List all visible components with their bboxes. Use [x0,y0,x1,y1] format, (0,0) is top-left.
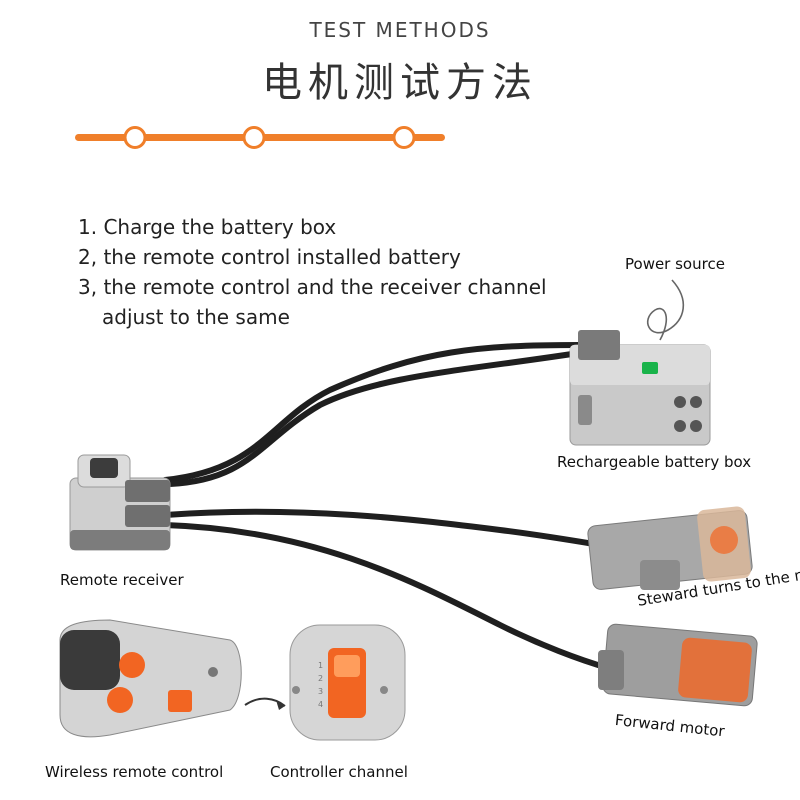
arrow-icon [244,697,286,707]
section-subtitle: TEST METHODS [309,18,491,42]
battery-side-clip [578,395,592,425]
step-3-continued: adjust to the same [102,305,290,329]
battery-hole-4 [690,420,702,432]
controller-channel-zoom: 1 2 3 4 [289,624,406,741]
battery-led-icon [642,362,658,374]
channel-digit-2: 2 [318,674,323,683]
channel-digit-3: 3 [318,687,323,696]
remote-grip [60,630,120,690]
cable-to-forward-motor [162,522,611,671]
label-power-source: Power source [625,255,725,273]
battery-hole-1 [674,396,686,408]
remote-knob-bottom-icon [107,687,133,713]
step-2: 2, the remote control installed battery [78,245,461,269]
remote-screw [208,667,218,677]
remote-knob-top-icon [119,652,145,678]
label-battery-box: Rechargeable battery box [557,453,752,471]
forward-motor-orange-housing [678,637,752,703]
remote-channel-switch [168,690,192,712]
receiver-base [70,530,170,550]
step-3: 3, the remote control and the receiver c… [78,275,547,299]
label-controller-channel: Controller channel [270,763,408,781]
cable-to-steward-motor [162,508,603,548]
channel-screw-right [380,686,388,694]
cable-to-battery [162,342,583,483]
timeline-dot-1 [123,126,147,149]
timeline-dot-2 [242,126,266,149]
cables [162,342,611,671]
channel-slider-knob [334,655,360,677]
battery-box [569,330,711,446]
steward-motor-mount [640,560,680,590]
label-remote-receiver: Remote receiver [60,571,184,589]
receiver-port-1 [125,480,170,502]
battery-connector [578,330,620,360]
arrow-head-icon [276,700,285,710]
wireless-remote [59,619,242,738]
channel-digit-1: 1 [318,661,323,670]
step-1: 1. Charge the battery box [78,215,337,239]
battery-hole-3 [674,420,686,432]
receiver-eye [90,458,118,478]
timeline-dot-3 [392,126,416,149]
receiver-port-2 [125,505,170,527]
decorative-timeline [75,126,445,149]
channel-digit-4: 4 [318,700,323,709]
section-title: 电机测试方法 [262,60,538,106]
steward-motor [587,506,753,590]
label-wireless-remote: Wireless remote control [45,763,224,781]
power-cable-squiggle [646,279,685,341]
cable-to-battery-2 [167,349,588,487]
forward-motor-connector [598,650,624,690]
channel-screw-left [292,686,300,694]
steward-motor-gear [710,526,738,554]
battery-hole-2 [690,396,702,408]
forward-motor [598,623,758,707]
test-steps: 1. Charge the battery box 2, the remote … [78,212,547,332]
remote-receiver [69,454,171,551]
